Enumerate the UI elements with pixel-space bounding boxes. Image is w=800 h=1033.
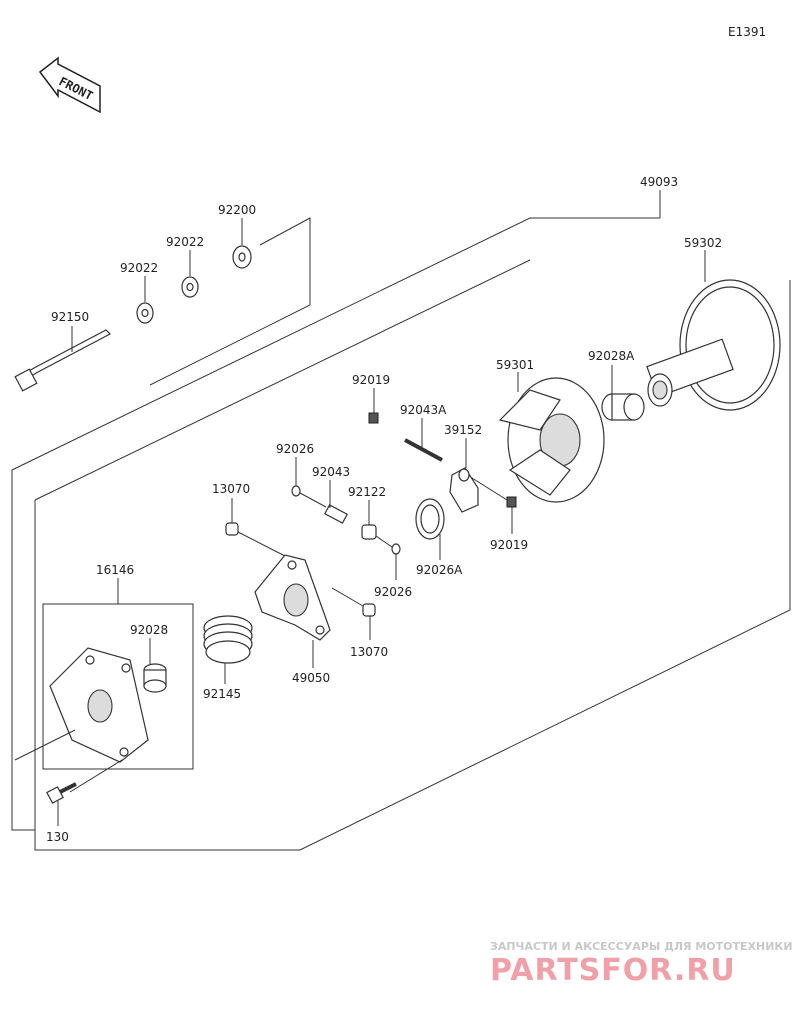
nut-92019-top: [368, 412, 379, 424]
assembly-inner-outline: [34, 280, 791, 851]
label-39152: 39152: [444, 423, 482, 437]
label-92122: 92122: [348, 485, 386, 499]
label-92043: 92043: [312, 465, 350, 479]
diagram-code: E1391: [728, 25, 766, 39]
label-92022-bottom: 92022: [120, 261, 158, 275]
sheave-59301: [498, 372, 605, 503]
label-13070-upper: 13070: [212, 482, 250, 496]
watermark-logo: PARTSFOR.RU: [490, 953, 736, 988]
cover-16146: [49, 647, 149, 763]
bolt-92150: [14, 326, 111, 392]
label-92026-lower: 92026: [374, 585, 412, 599]
roller-13070-upper: [225, 522, 239, 536]
label-92028A: 92028A: [588, 349, 635, 363]
front-arrow-icon: FRONT: [38, 56, 104, 114]
label-92022-top: 92022: [166, 235, 204, 249]
watermark-tagline: ЗАПЧАСТИ И АКСЕССУАРЫ ДЛЯ МОТОТЕХНИКИ: [490, 940, 793, 953]
spider-49050: [254, 554, 331, 668]
label-92145: 92145: [203, 687, 241, 701]
washer-92026-lower: [391, 543, 401, 555]
label-49093: 49093: [640, 175, 678, 189]
label-13070-lower: 13070: [350, 645, 388, 659]
label-49050: 49050: [292, 671, 330, 685]
label-92026-upper: 92026: [276, 442, 314, 456]
label-92019-bottom: 92019: [490, 538, 528, 552]
washer-92026-upper: [291, 485, 301, 497]
label-92150: 92150: [51, 310, 89, 324]
label-92043A: 92043A: [400, 403, 447, 417]
label-59302: 59302: [684, 236, 722, 250]
sheave-59302: [646, 250, 781, 411]
label-130: 130: [46, 830, 69, 844]
label-92200: 92200: [218, 203, 256, 217]
bushing-92028A: [601, 365, 645, 421]
assembly-outline-49093: [11, 217, 660, 831]
arm-39152: [449, 438, 479, 513]
label-92028: 92028: [130, 623, 168, 637]
label-92026A: 92026A: [416, 563, 463, 577]
label-59301: 59301: [496, 358, 534, 372]
label-92019-top: 92019: [352, 373, 390, 387]
label-16146: 16146: [96, 563, 134, 577]
pin-92043: [324, 504, 348, 524]
bolt-130: [46, 782, 77, 826]
roller-13070-lower: [362, 603, 376, 617]
bushing-92122: [361, 524, 377, 540]
washer-group-outline: [149, 217, 311, 386]
bushing-92028: [143, 638, 167, 693]
spring-92145: [203, 615, 253, 684]
pin-92043A: [404, 438, 443, 462]
nut-92019-bottom: [506, 496, 517, 508]
